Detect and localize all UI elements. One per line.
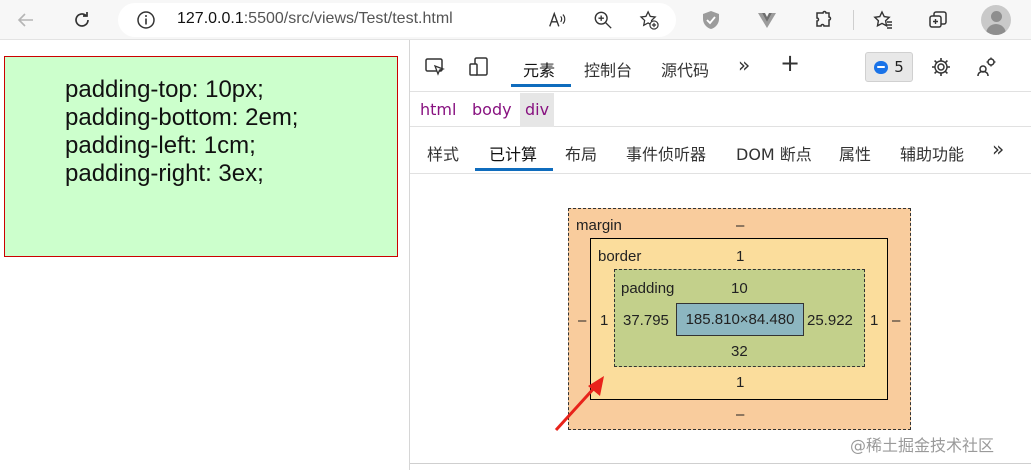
issues-icon (874, 60, 889, 74)
margin-bottom-value[interactable]: – (736, 406, 745, 423)
margin-right-value[interactable]: – (892, 312, 901, 329)
collections-icon[interactable] (922, 4, 954, 36)
css-line-padding-bottom: padding-bottom: 2em; (65, 104, 299, 131)
tab-dom-breakpoints[interactable]: DOM 断点 (736, 145, 812, 164)
css-line-padding-right: padding-right: 3ex; (65, 160, 264, 187)
devtools-tab-bar: 元素 控制台 源代码 » + 5 (410, 40, 1031, 92)
more-tabs-icon[interactable]: » (738, 53, 751, 77)
profile-avatar[interactable] (981, 5, 1011, 35)
elements-sub-tab-bar: 样式 已计算 布局 事件侦听器 DOM 断点 属性 辅助功能 » (410, 128, 1031, 174)
issues-count: 5 (894, 58, 904, 76)
margin-left-value[interactable]: – (578, 312, 587, 329)
settings-gear-icon[interactable] (928, 54, 954, 80)
tab-accessibility[interactable]: 辅助功能 (900, 145, 965, 164)
margin-top-value[interactable]: – (736, 217, 745, 234)
zoom-icon[interactable] (592, 9, 614, 31)
tab-console[interactable]: 控制台 (584, 61, 633, 80)
browser-toolbar: 127.0.0.1:5500/src/views/Test/test.html (0, 0, 1031, 40)
add-favorite-icon[interactable] (638, 9, 660, 31)
toolbar-separator (853, 10, 854, 30)
more-sub-tabs-icon[interactable]: » (992, 137, 1005, 161)
vue-extension-icon[interactable] (751, 4, 783, 36)
padding-label: padding (621, 280, 675, 297)
annotation-arrow-icon (554, 376, 604, 432)
padding-left-value[interactable]: 37.795 (623, 312, 669, 329)
box-model-content[interactable] (676, 303, 804, 336)
customize-devtools-icon[interactable] (973, 54, 999, 80)
margin-label: margin (576, 217, 622, 234)
breadcrumb-body[interactable]: body (472, 100, 512, 119)
read-aloud-icon[interactable] (546, 9, 568, 31)
breadcrumb: html body div (410, 93, 1031, 127)
border-right-value[interactable]: 1 (870, 312, 879, 329)
tab-elements[interactable]: 元素 (523, 61, 556, 80)
breadcrumb-html[interactable]: html (420, 100, 457, 119)
issues-counter-button[interactable]: 5 (865, 52, 913, 82)
css-line-padding-top: padding-top: 10px; (65, 76, 264, 103)
tab-event-listeners[interactable]: 事件侦听器 (626, 145, 707, 164)
padding-right-value[interactable]: 25.922 (807, 312, 853, 329)
info-icon[interactable] (136, 10, 156, 30)
breadcrumb-div[interactable]: div (520, 93, 555, 127)
shield-extension-icon[interactable] (695, 4, 727, 36)
css-line-padding-left: padding-left: 1cm; (65, 132, 256, 159)
tab-computed[interactable]: 已计算 (489, 145, 538, 164)
border-label: border (598, 248, 642, 265)
border-bottom-value[interactable]: 1 (736, 374, 745, 391)
demo-padding-box: padding-top: 10px; padding-bottom: 2em; … (4, 56, 398, 257)
refresh-icon[interactable] (66, 4, 98, 36)
active-tab-underline (511, 84, 571, 87)
url-text[interactable]: 127.0.0.1:5500/src/views/Test/test.html (177, 10, 453, 27)
tab-sources[interactable]: 源代码 (661, 61, 710, 80)
watermark: @稀土掘金技术社区 (850, 436, 995, 455)
favorites-icon[interactable] (867, 4, 899, 36)
address-bar[interactable]: 127.0.0.1:5500/src/views/Test/test.html (118, 3, 676, 37)
extensions-icon[interactable] (807, 4, 839, 36)
tab-layout[interactable]: 布局 (565, 145, 598, 164)
active-sub-tab-underline (475, 168, 553, 171)
tab-styles[interactable]: 样式 (427, 145, 460, 164)
padding-bottom-value[interactable]: 32 (731, 343, 748, 360)
panel-bottom-divider (410, 463, 1031, 464)
device-emulation-icon[interactable] (466, 54, 492, 80)
back-icon[interactable] (10, 4, 42, 36)
content-size-value[interactable]: 185.810×84.480 (685, 311, 795, 328)
border-top-value[interactable]: 1 (736, 248, 745, 265)
border-left-value[interactable]: 1 (600, 312, 609, 329)
devtools-panel: 元素 控制台 源代码 » + 5 html body div 样式 已计算 布局… (409, 40, 1031, 470)
add-tab-icon[interactable]: + (780, 49, 801, 77)
tab-properties[interactable]: 属性 (839, 145, 872, 164)
inspect-element-icon[interactable] (422, 54, 448, 80)
padding-top-value[interactable]: 10 (731, 280, 748, 297)
